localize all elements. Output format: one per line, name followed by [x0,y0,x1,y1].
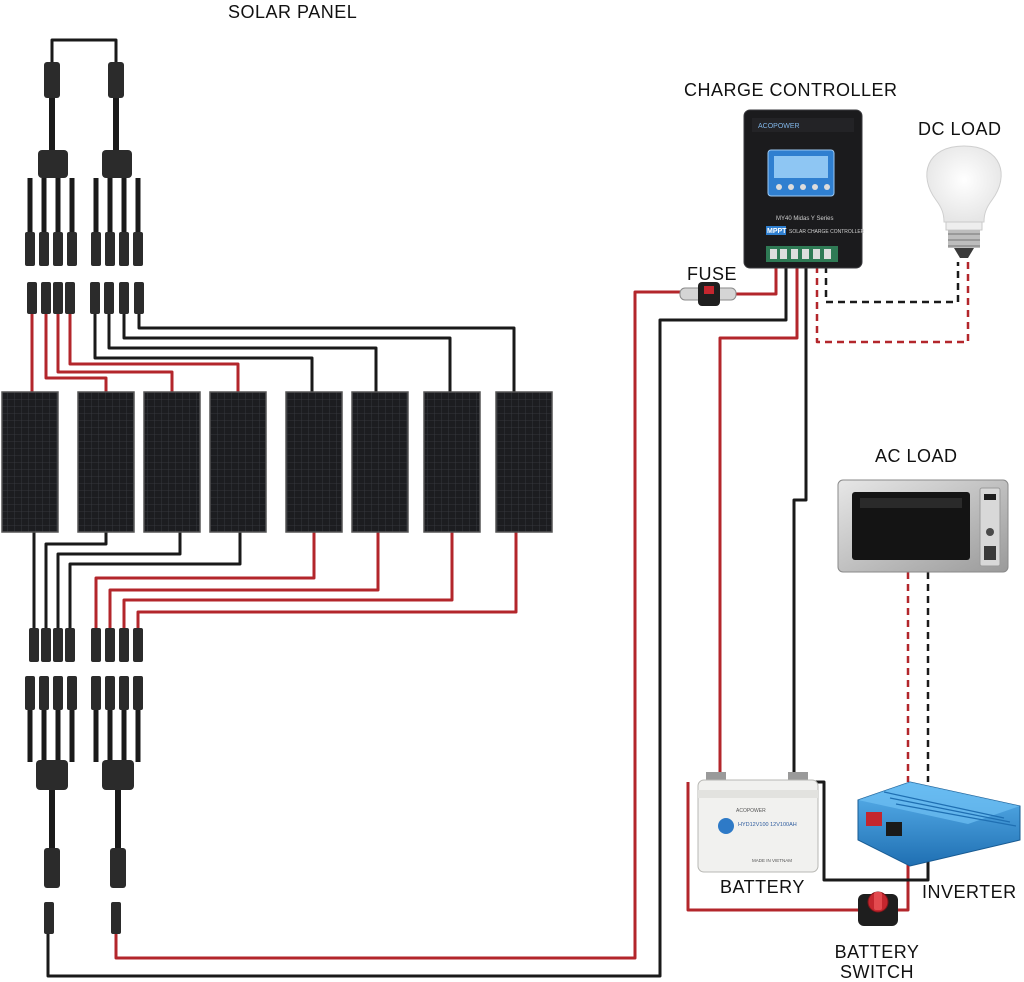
pv-positive-wire [44,312,108,392]
solar-panel [285,391,343,533]
ac-load-microwave-icon [837,479,1009,573]
controller-brand-text: ACOPOWER [758,123,800,130]
fuse-label: FUSE [687,264,738,284]
pv-positive-wire [136,532,518,630]
pv-negative-wire [44,532,108,630]
dc-load-label: DC LOAD [918,119,1002,139]
fuse-to-controller-wire [736,266,778,296]
battery-brand-text: ACOPOWER [736,808,766,814]
pv-negative-wire [107,312,378,392]
inverter-label: INVERTER [922,882,1017,902]
controller-battery-negative-wire [792,266,808,772]
pv-positive-wire [68,312,240,392]
solar-panel [143,391,201,533]
inverter-icon [857,781,1021,867]
mc4-connectors-top [27,282,144,314]
dc-load-positive-wire [815,262,970,344]
pv-negative-wire [93,312,314,392]
dc-load-negative-wire [824,262,960,304]
pv-positive-wire [108,532,380,630]
battery-switch-label-line2: SWITCH [840,962,914,982]
ac-load-label: AC LOAD [875,446,958,466]
dc-load-bulb-icon [926,145,1002,258]
pv-main-positive-wire [114,290,680,960]
solar-panel [1,391,59,533]
battery-switch-icon [858,891,898,926]
solar-panel [77,391,135,533]
controller-subtitle-text: SOLAR CHARGE CONTROLLER [789,229,865,235]
mc4-connectors-bottom [29,628,143,662]
pv-negative-wire [68,532,242,630]
pv-negative-wire [56,532,182,630]
bottom-branch-connector-positive [91,676,143,934]
pv-positive-wire [94,532,316,630]
battery-to-switch-wire [686,782,858,912]
switch-to-inverter-wire [898,855,910,912]
controller-battery-positive-wire [718,266,799,772]
bottom-branch-connector-negative [25,676,77,934]
top-branch-connector-positive [91,62,143,266]
solar-panel-array [1,391,553,533]
pv-main-negative-wire [46,266,788,978]
solar-panel [423,391,481,533]
solar-panel [495,391,553,533]
controller-badge-text: MPPT [767,228,787,235]
solar-panel-label: SOLAR PANEL [228,2,358,22]
wires [30,38,970,978]
battery-label: BATTERY [720,877,805,897]
top-jumper-wire [50,38,118,68]
top-branch-connector-negative [25,62,77,266]
battery-origin-text: MADE IN VIETNAM [752,858,792,863]
battery-switch-label: BATTERY SWITCH [822,942,932,982]
solar-panel [209,391,267,533]
battery-switch-label-line1: BATTERY [834,942,920,962]
battery-model-text: HYD12V100 12V100AH [738,822,797,828]
pv-positive-wire [56,312,174,392]
battery-icon: ACOPOWER HYD12V100 12V100AH MADE IN VIET… [697,772,819,873]
controller-series-text: MY40 Midas Y Series [776,216,833,222]
pv-positive-wire [122,532,454,630]
charge-controller-label: CHARGE CONTROLLER [684,80,898,100]
charge-controller: ACOPOWER MY40 Midas Y Series MPPT SOLAR … [743,109,865,269]
inline-fuse [679,282,737,306]
pv-negative-wire [122,312,452,392]
pv-negative-wire [137,312,516,392]
solar-panel [351,391,409,533]
